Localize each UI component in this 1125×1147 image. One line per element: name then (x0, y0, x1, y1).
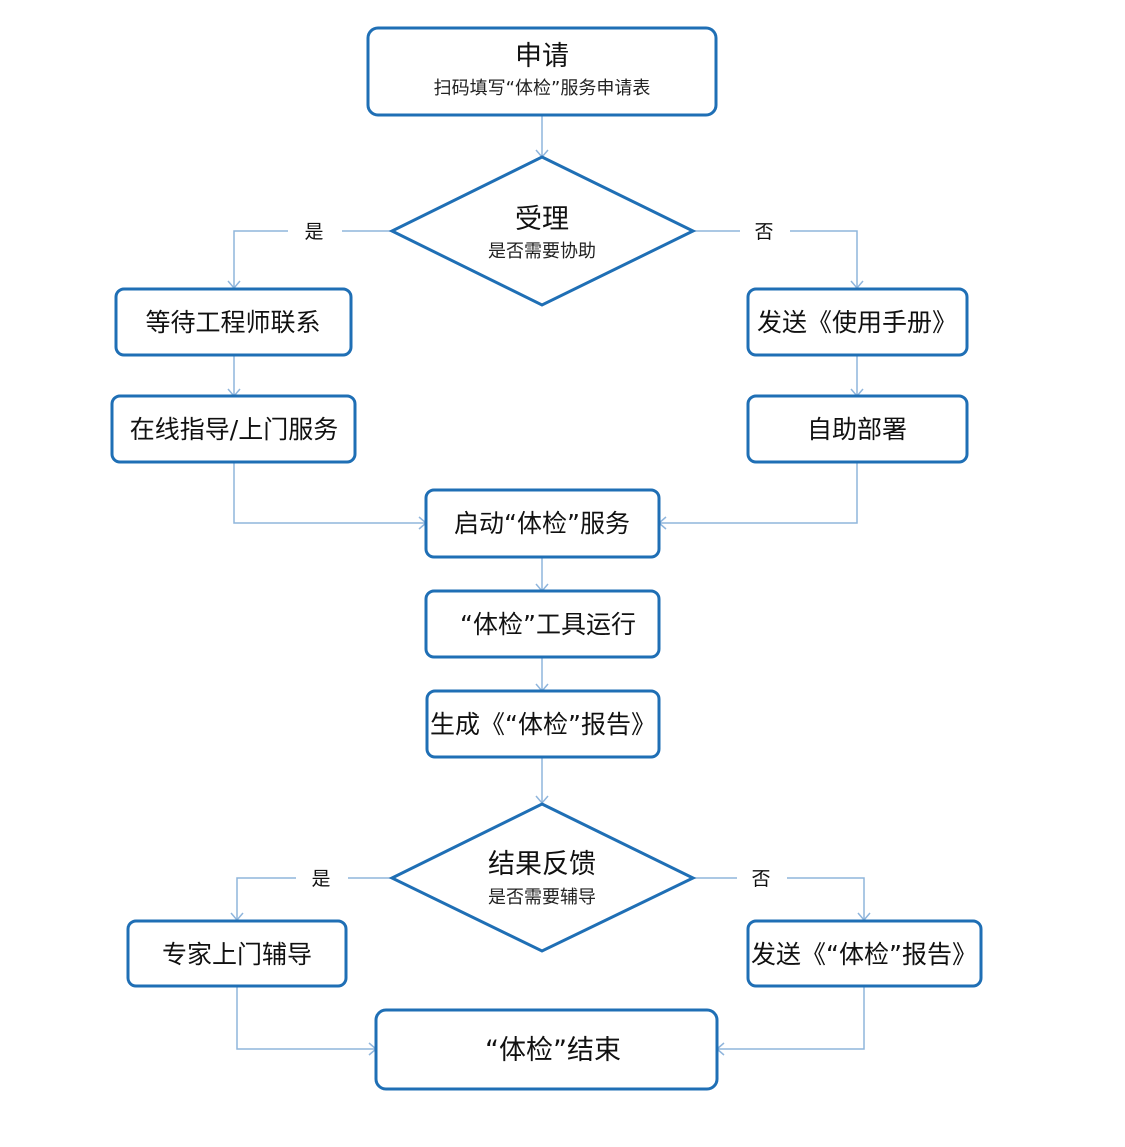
node-end-label: “体检”结束 (485, 1035, 621, 1066)
node-online-guide-label: 在线指导/上门服务 (130, 415, 338, 444)
node-tool-run-label: “体检”工具运行 (460, 610, 636, 639)
node-send-report-label: 发送《“体检”报告》 (751, 940, 977, 969)
branch-label-accept-yes: 是 (304, 221, 323, 243)
edge-expert-to-end (236, 986, 376, 1050)
node-expert-guide-label: 专家上门辅导 (162, 940, 312, 969)
node-apply: 申请 扫码填写“体检”服务申请表 (366, 26, 718, 117)
node-wait-engineer: 等待工程师联系 (114, 287, 353, 357)
node-send-manual: 发送《使用手册》 (746, 287, 969, 357)
branch-label-feedback-yes: 是 (311, 868, 330, 890)
node-send-manual-box (746, 287, 969, 357)
branch-label-feedback-no: 否 (751, 868, 770, 890)
node-self-deploy: 自助部署 (746, 394, 969, 464)
node-start-service-box (424, 488, 661, 559)
node-expert-guide: 专家上门辅导 (126, 919, 348, 988)
node-online-guide-box (110, 394, 357, 464)
node-send-report: 发送《“体检”报告》 (746, 919, 983, 988)
node-gen-report-label: 生成《“体检”报告》 (430, 710, 656, 739)
node-tool-run: “体检”工具运行 (424, 589, 661, 659)
node-feedback: 结果反馈 是否需要辅导 (388, 802, 697, 953)
node-apply-subtitle: 扫码填写“体检”服务申请表 (434, 78, 651, 99)
node-end: “体检”结束 (374, 1008, 719, 1091)
node-feedback-diamond (388, 802, 697, 953)
node-accept-title: 受理 (515, 204, 569, 235)
node-end-box (374, 1008, 719, 1091)
edges (227, 115, 871, 1056)
edge-feedback-yes (236, 877, 392, 920)
branch-labels: 是 否 是 否 (304, 221, 773, 890)
node-apply-title: 申请 (515, 41, 569, 72)
node-accept-subtitle: 是否需要协助 (488, 241, 596, 262)
node-wait-engineer-box (114, 287, 353, 357)
node-self-deploy-label: 自助部署 (807, 415, 907, 444)
edge-deploy-to-start (659, 462, 858, 524)
node-accept: 受理 是否需要协助 (388, 155, 697, 307)
edge-accept-yes (233, 230, 392, 288)
edge-feedback-no (693, 877, 865, 920)
node-online-guide: 在线指导/上门服务 (110, 394, 357, 464)
edge-guide-to-start (233, 462, 426, 524)
node-feedback-title: 结果反馈 (488, 849, 596, 880)
node-expert-guide-box (126, 919, 348, 988)
node-start-service: 启动“体检”服务 (424, 488, 661, 559)
node-gen-report-box (425, 689, 661, 759)
node-feedback-subtitle: 是否需要辅导 (488, 887, 596, 908)
node-send-manual-label: 发送《使用手册》 (757, 308, 957, 337)
edge-sendreport-to-end (717, 986, 865, 1050)
node-wait-engineer-label: 等待工程师联系 (145, 308, 320, 337)
node-accept-diamond (388, 155, 697, 307)
edge-accept-no (693, 230, 858, 288)
branch-label-accept-no: 否 (754, 221, 773, 243)
node-start-service-label: 启动“体检”服务 (454, 509, 630, 538)
node-tool-run-box (424, 589, 661, 659)
node-self-deploy-box (746, 394, 969, 464)
node-gen-report: 生成《“体检”报告》 (425, 689, 661, 759)
node-apply-box (366, 26, 718, 117)
node-send-report-box (746, 919, 983, 988)
